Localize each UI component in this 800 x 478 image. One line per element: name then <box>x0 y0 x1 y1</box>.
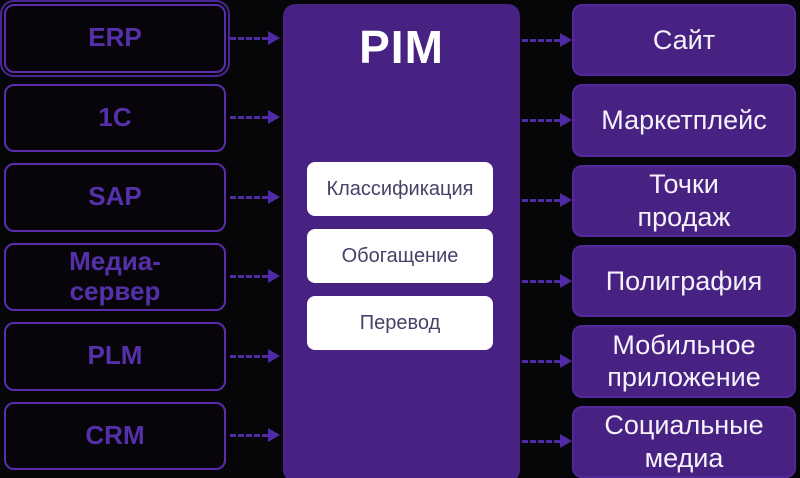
source-box-media-server: Медиа- сервер <box>4 242 226 311</box>
arrow-source-to-pim-4 <box>230 269 280 283</box>
arrow-source-to-pim-2 <box>230 110 280 124</box>
channel-box-print: Полиграфия <box>572 244 796 318</box>
function-box-translation: Перевод <box>307 296 493 350</box>
source-box-crm: CRM <box>4 401 226 470</box>
pim-title: PIM <box>359 21 444 73</box>
source-box-plm: PLM <box>4 322 226 391</box>
channel-box-site: Сайт <box>572 4 796 77</box>
source-box-erp: ERP <box>0 0 230 77</box>
sources-column: ERP 1C SAP Медиа- сервер PLM CRM <box>0 0 230 470</box>
arrow-source-to-pim-3 <box>230 190 280 204</box>
channels-column: Сайт Маркетплейс Точки продаж Полиграфия… <box>572 4 796 478</box>
arrow-pim-to-channel-5 <box>522 354 572 368</box>
arrow-pim-to-channel-2 <box>522 113 572 127</box>
arrow-source-to-pim-5 <box>230 349 280 363</box>
channel-box-pos: Точки продаж <box>572 164 796 237</box>
pim-functions: Классификация Обогащение Перевод <box>307 162 493 350</box>
source-box-1c: 1C <box>4 83 226 152</box>
arrow-source-to-pim-1 <box>230 31 280 45</box>
arrow-pim-to-channel-3 <box>522 193 572 207</box>
channel-box-mobile-app: Мобильное приложение <box>572 325 796 398</box>
arrow-source-to-pim-6 <box>230 428 280 442</box>
pim-hub-box: PIM Классификация Обогащение Перевод <box>283 4 520 478</box>
arrow-pim-to-channel-4 <box>522 274 572 288</box>
channel-box-social-media: Социальные медиа <box>572 405 796 478</box>
arrow-pim-to-channel-6 <box>522 434 572 448</box>
source-box-sap: SAP <box>4 163 226 232</box>
function-box-enrichment: Обогащение <box>307 229 493 283</box>
arrow-pim-to-channel-1 <box>522 33 572 47</box>
channel-box-marketplace: Маркетплейс <box>572 84 796 157</box>
function-box-classification: Классификация <box>307 162 493 216</box>
